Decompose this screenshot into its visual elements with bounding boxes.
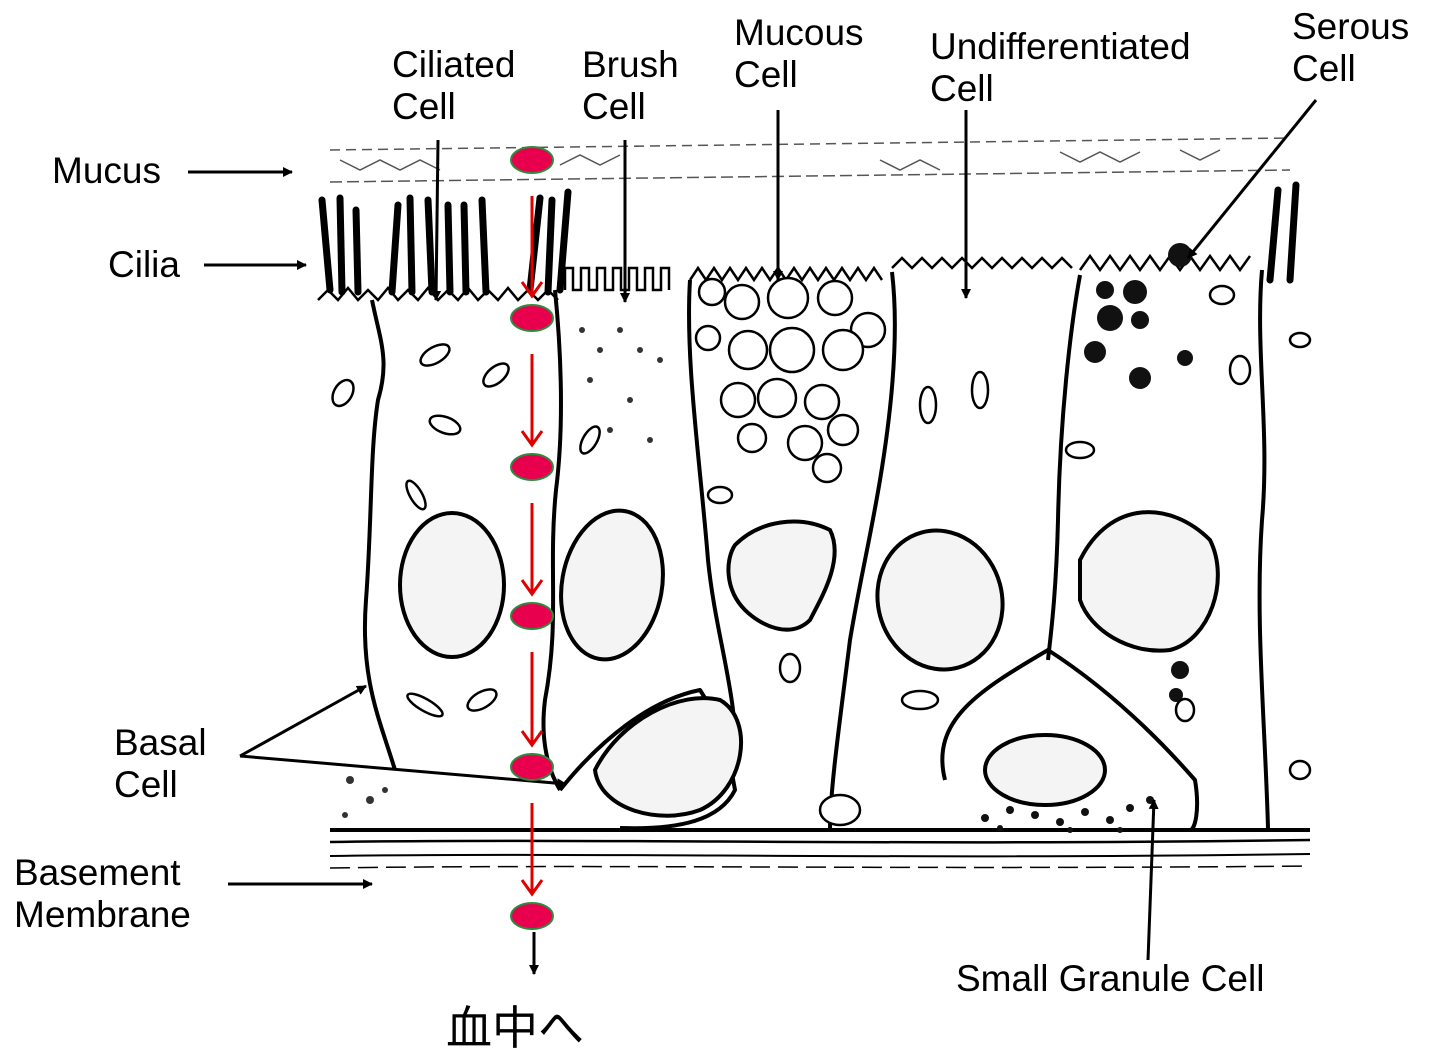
undifferentiated-cell-label: Undifferentiated Cell [930, 26, 1191, 110]
basement-membrane-label: Basement Membrane [14, 852, 191, 936]
mucous-cell-label: Mucous Cell [734, 12, 864, 96]
cilia-label: Cilia [108, 244, 180, 286]
ciliated-cell-label-line1: Ciliated [392, 44, 515, 86]
mucus-layer [330, 138, 1290, 182]
serous-cell-label: Serous Cell [1292, 6, 1409, 90]
basement-membrane [330, 840, 1310, 868]
small-granule-cell-pointer [1148, 800, 1154, 960]
flow-arrow-4 [522, 652, 542, 745]
brush-cell-label-line1: Brush [582, 44, 679, 86]
flow-arrow-3 [522, 503, 542, 594]
particle-6 [511, 903, 553, 929]
mucous-cell-label-line2: Cell [734, 54, 864, 96]
basal-cell-pointer-1 [240, 686, 366, 756]
brush-cell-label: Brush Cell [582, 44, 679, 128]
basal-cell-label: Basal Cell [114, 722, 207, 806]
mucus-label: Mucus [52, 150, 161, 192]
ciliated-cell-label: Ciliated Cell [392, 44, 515, 128]
basement-membrane-label-line2: Membrane [14, 894, 191, 936]
basal-cell-label-line1: Basal [114, 722, 207, 764]
undifferentiated-cell-label-line1: Undifferentiated [930, 26, 1191, 68]
mucous-granules [696, 278, 885, 482]
mucous-cell-label-line1: Mucous [734, 12, 864, 54]
basal-cell-label-line2: Cell [114, 764, 207, 806]
undifferentiated-cell-label-line2: Cell [930, 68, 1191, 110]
particle-2 [511, 305, 553, 331]
particle-1 [511, 147, 553, 173]
particle-3 [511, 454, 553, 480]
serous-cell-pointer [1188, 100, 1316, 258]
basement-membrane-label-line1: Basement [14, 852, 191, 894]
cilia-group [322, 185, 1296, 292]
particle-4 [511, 603, 553, 629]
to-blood-label: 血中へ [446, 992, 584, 1058]
small-granule-cell-label: Small Granule Cell [956, 958, 1264, 1000]
ciliated-cell-pointer [436, 140, 438, 300]
serous-cell-label-line2: Cell [1292, 48, 1409, 90]
flow-arrow-5 [522, 803, 542, 894]
brush-cell-label-line2: Cell [582, 86, 679, 128]
flow-arrow-2 [522, 354, 542, 445]
serous-cell-label-line1: Serous [1292, 6, 1409, 48]
ciliated-cell-label-line2: Cell [392, 86, 515, 128]
particle-5 [511, 754, 553, 780]
